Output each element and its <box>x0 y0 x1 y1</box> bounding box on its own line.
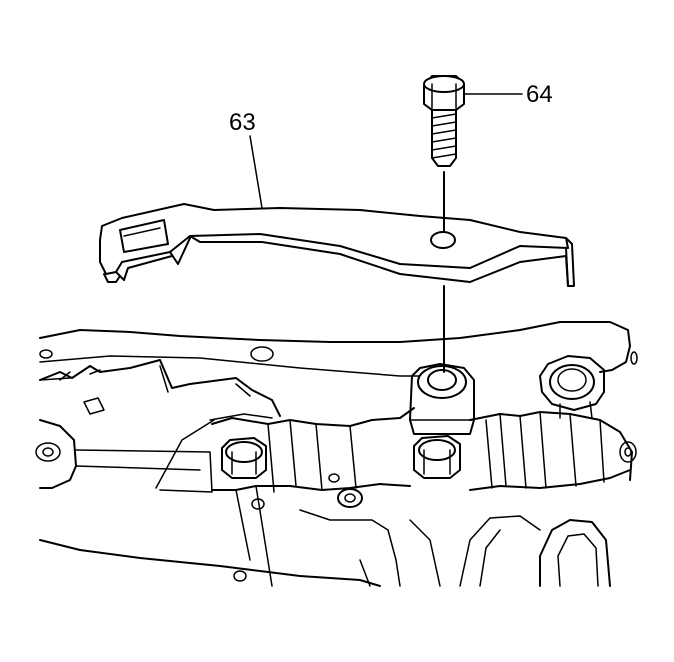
casting-bolt-center <box>413 435 461 479</box>
callout-63: 63 <box>229 109 263 209</box>
bolt-part <box>423 75 465 167</box>
casting-bolt-left <box>221 437 267 479</box>
callout-64: 64 <box>463 81 553 108</box>
bracket-part <box>99 203 575 287</box>
valve-body-casting <box>35 321 638 587</box>
callout-label-64: 64 <box>526 81 553 108</box>
bolt-boss <box>409 363 475 435</box>
callout-label-63: 63 <box>229 109 256 136</box>
